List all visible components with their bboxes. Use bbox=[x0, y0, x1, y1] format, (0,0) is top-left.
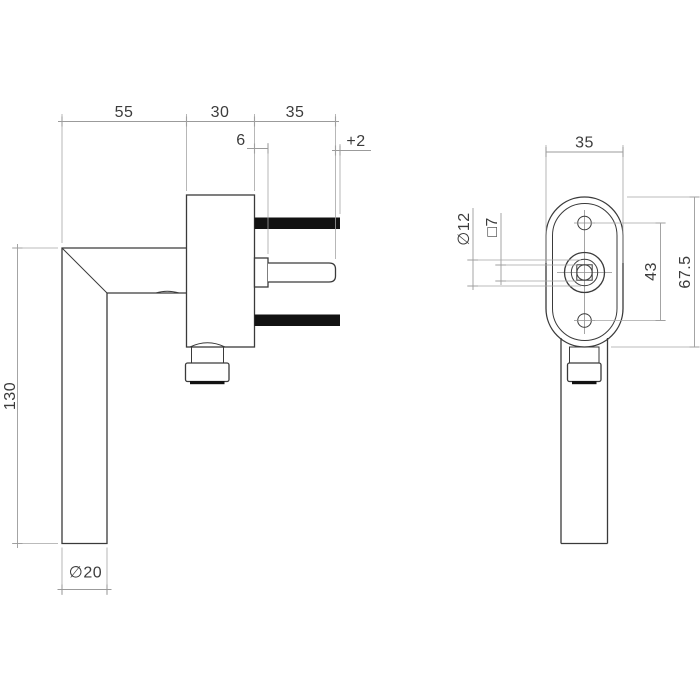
dim-label-67-5: 67.5 bbox=[677, 255, 694, 288]
spindle-shaft bbox=[268, 262, 337, 283]
spindle-collar bbox=[253, 257, 269, 288]
front-view-dimensions: 35 ∅12 □7 43 67.5 bbox=[456, 135, 700, 348]
extension-lines-side bbox=[12, 114, 341, 595]
boss-outer-circle bbox=[563, 251, 606, 294]
screw-top bbox=[254, 217, 340, 229]
knob-neck-front bbox=[569, 346, 600, 363]
spindle-bore-circle bbox=[576, 264, 593, 281]
dim-label-dia12: ∅12 bbox=[456, 212, 473, 245]
grip-front bbox=[560, 338, 609, 545]
dim-label-sq7: □7 bbox=[484, 217, 501, 237]
handle-outline bbox=[61, 247, 187, 545]
extension-lines-front bbox=[467, 145, 699, 348]
dim-label-43: 43 bbox=[643, 262, 660, 281]
screw-bottom bbox=[254, 314, 340, 326]
dimension-ticks-front bbox=[468, 147, 700, 348]
dim-label-plus2: +2 bbox=[346, 133, 365, 150]
knob-block-side bbox=[184, 362, 230, 383]
dim-label-30: 30 bbox=[211, 104, 230, 121]
handle-miter-line bbox=[61, 247, 108, 294]
dim-label-130: 130 bbox=[2, 382, 19, 410]
rosette-inner-oval bbox=[552, 203, 618, 341]
dim-label-35-side: 35 bbox=[286, 104, 305, 121]
dim-label-6: 6 bbox=[236, 132, 245, 149]
dim-label-dia20: ∅20 bbox=[69, 565, 102, 582]
side-view bbox=[61, 194, 340, 545]
rosette-body-side bbox=[185, 194, 256, 348]
knob-base-front bbox=[572, 381, 597, 385]
knob-block-front bbox=[566, 362, 602, 383]
side-view-dimensions: 55 30 35 6 +2 130 ∅20 bbox=[2, 104, 371, 595]
knob-dome-arc bbox=[189, 342, 226, 348]
boss-neck-circle bbox=[570, 258, 599, 287]
arm-fillet-arc bbox=[155, 290, 180, 294]
knob-base-side bbox=[190, 381, 225, 385]
dim-label-35-front: 35 bbox=[575, 135, 594, 152]
dim-label-55: 55 bbox=[115, 104, 134, 121]
front-view bbox=[545, 196, 624, 545]
knob-neck-side bbox=[191, 347, 224, 363]
